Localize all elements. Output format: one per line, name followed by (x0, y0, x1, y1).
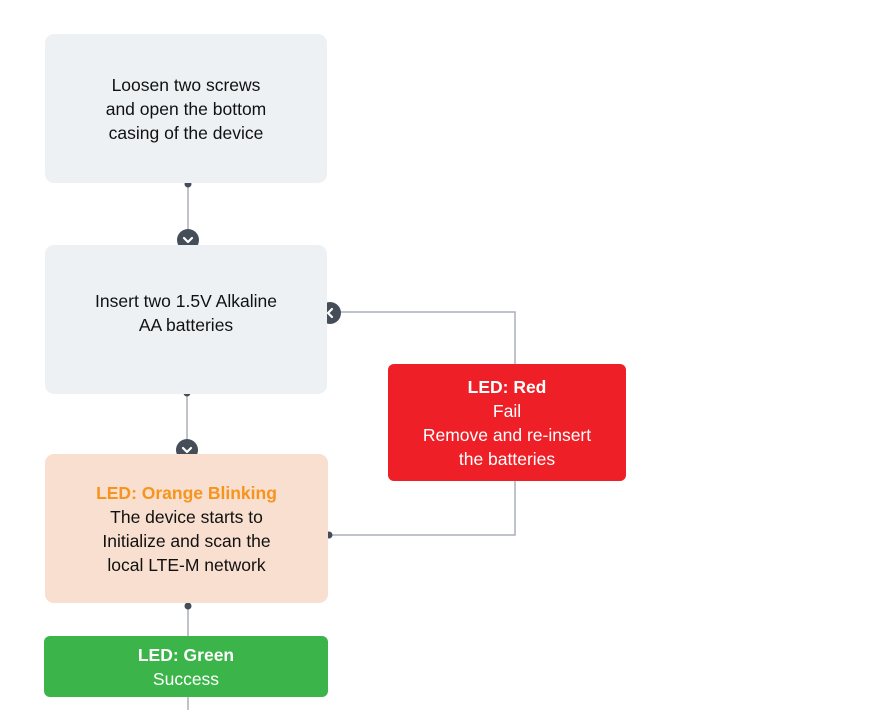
step-text: and open the bottom (105, 98, 267, 119)
step-red-fail: LED: Red Fail Remove and re-insert the b… (388, 364, 626, 481)
connector-line (328, 481, 516, 536)
step-title: LED: Green (137, 644, 235, 665)
step-title: LED: Red (467, 376, 547, 397)
step-text: casing of the device (108, 122, 264, 143)
connector-line (330, 311, 516, 364)
step-text: AA batteries (138, 314, 234, 335)
step-text: local LTE-M network (107, 554, 266, 575)
step-text: Remove and re-insert (422, 424, 592, 445)
step-text: Fail (492, 400, 522, 421)
step-text: Insert two 1.5V Alkaline (95, 290, 277, 311)
step-text: Loosen two screws (111, 74, 261, 95)
step-green-success: LED: Green Success (44, 636, 328, 697)
step-text: The device starts to (110, 506, 263, 527)
step-open-casing: Loosen two screws and open the bottom ca… (45, 34, 327, 183)
step-text: the batteries (458, 448, 556, 469)
connector-dot (184, 602, 192, 610)
step-text: Initialize and scan the (102, 530, 271, 551)
step-orange-blinking: LED: Orange Blinking The device starts t… (45, 454, 328, 603)
step-text: Success (152, 668, 220, 689)
step-insert-batteries: Insert two 1.5V Alkaline AA batteries (45, 245, 327, 394)
step-title: LED: Orange Blinking (96, 482, 277, 503)
